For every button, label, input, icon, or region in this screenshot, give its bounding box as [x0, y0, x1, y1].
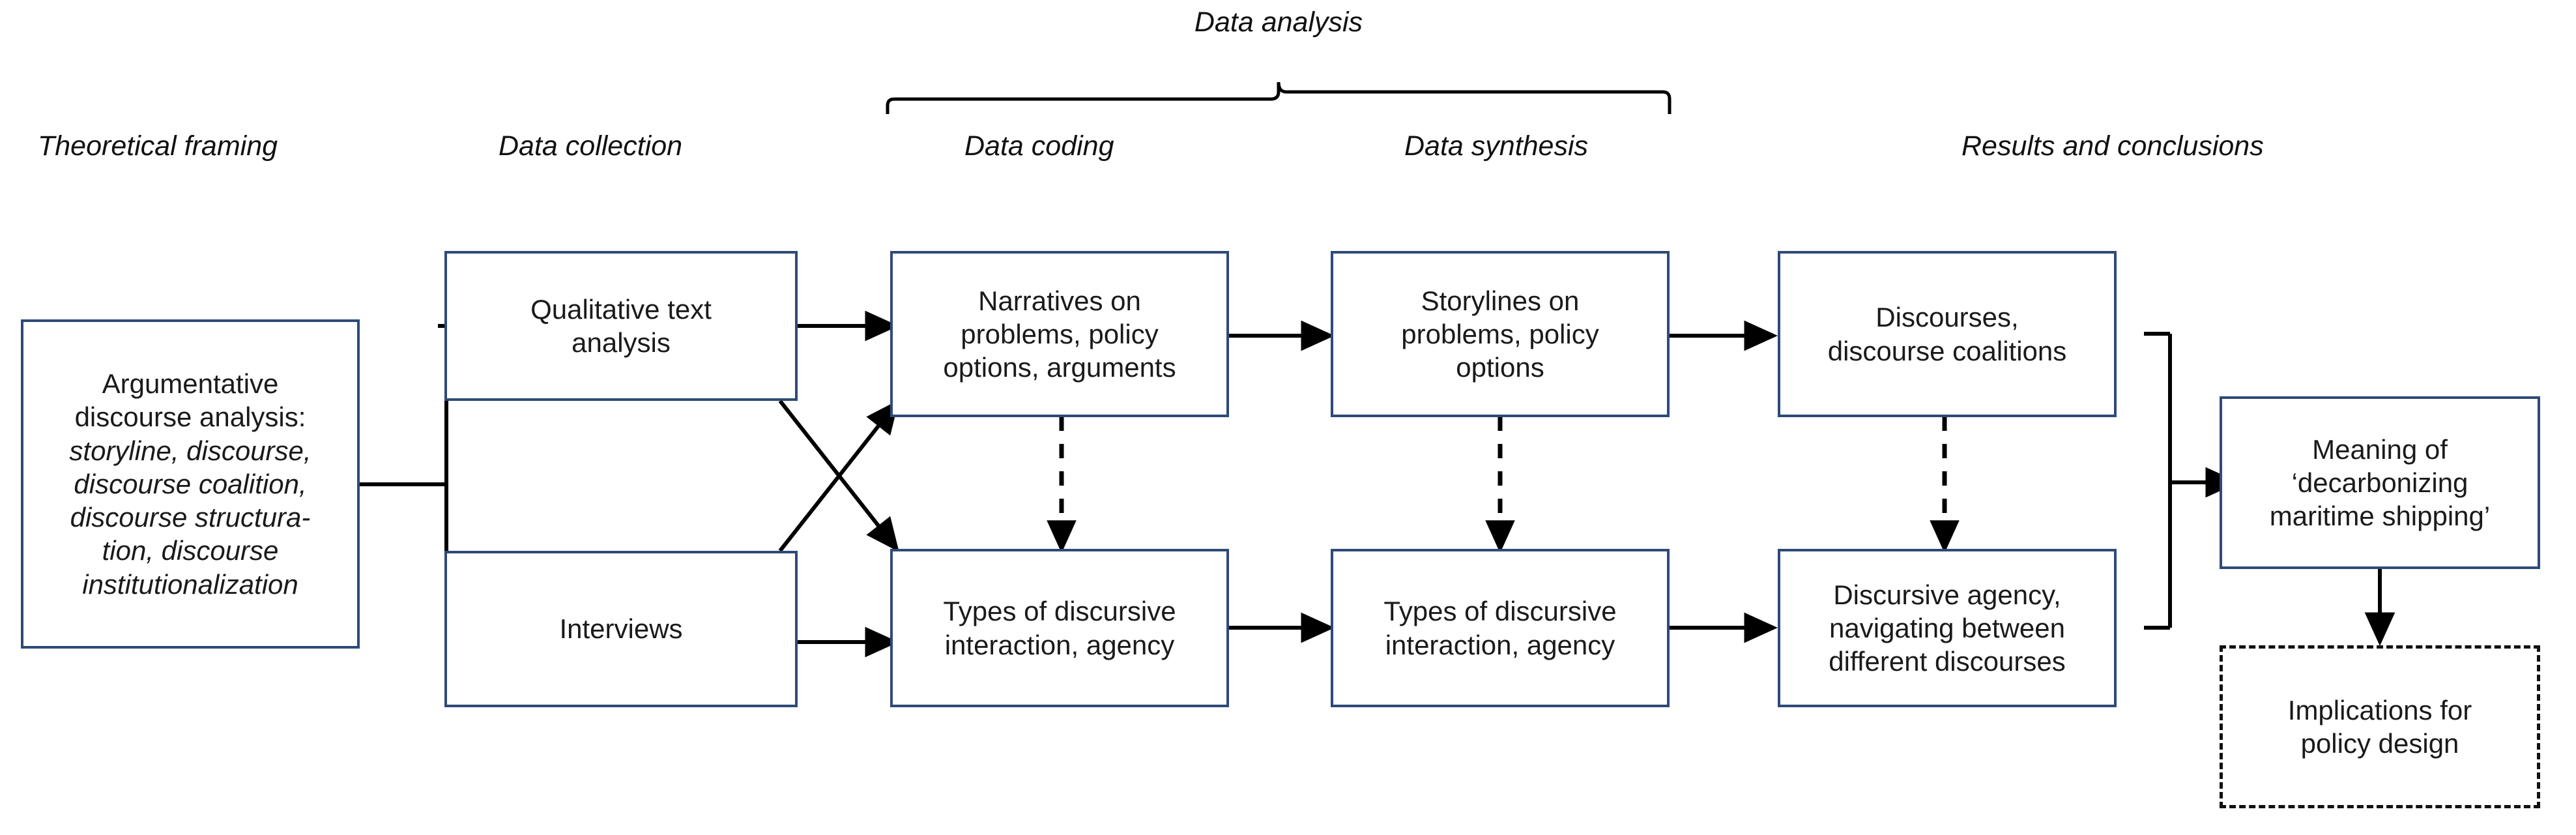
edge-qta-types-cross: [778, 400, 899, 552]
column-label-theoretical-framing: Theoretical framing: [38, 130, 278, 162]
node-types-of-discursive-interaction-synthesis[interactable]: Types of discursive interaction, agency: [1331, 549, 1670, 707]
node-text: Discursive agency, navigating between di…: [1829, 579, 2066, 677]
node-qualitative-text-analysis[interactable]: Qualitative text analysis: [444, 251, 798, 401]
node-text: Qualitative text analysis: [530, 293, 712, 358]
node-implications-for-policy-design[interactable]: Implications for policy design: [2220, 645, 2540, 808]
node-narratives-problems-policy-options-arguments[interactable]: Narratives on problems, policy options, …: [890, 251, 1229, 417]
node-discourses-discourse-coalitions[interactable]: Discourses, discourse coalitions: [1778, 251, 2117, 417]
node-text: Meaning of ‘decarbonizing maritime shipp…: [2269, 433, 2491, 532]
node-interviews[interactable]: Interviews: [444, 551, 798, 707]
node-discursive-agency-navigating[interactable]: Discursive agency, navigating between di…: [1778, 549, 2117, 707]
column-label-results-and-conclusions: Results and conclusions: [1961, 130, 2264, 162]
node-text-head: Argumentative discourse analysis:: [74, 368, 306, 433]
column-label-data-collection: Data collection: [499, 130, 683, 162]
edge-interviews-narratives-cross: [778, 400, 899, 552]
node-types-of-discursive-interaction-coding[interactable]: Types of discursive interaction, agency: [890, 549, 1229, 707]
group-label-data-analysis: Data analysis: [1194, 7, 1363, 38]
node-storylines-problems-policy-options[interactable]: Storylines on problems, policy options: [1331, 251, 1670, 417]
column-label-data-coding: Data coding: [964, 130, 1114, 162]
node-meaning-of-decarbonizing-maritime-shipping[interactable]: Meaning of ‘decarbonizing maritime shipp…: [2220, 396, 2540, 569]
column-label-data-synthesis: Data synthesis: [1404, 130, 1589, 162]
node-text-emphasis: storyline, discourse, discourse coalitio…: [69, 435, 311, 600]
node-text: Interviews: [559, 613, 683, 645]
node-text: Narratives on problems, policy options, …: [943, 285, 1176, 383]
node-argumentative-discourse-analysis[interactable]: Argumentative discourse analysis: storyl…: [21, 319, 360, 649]
node-text: Implications for policy design: [2287, 694, 2472, 759]
data-analysis-brace: [886, 81, 1672, 114]
node-text: Discourses, discourse coalitions: [1827, 302, 2067, 366]
node-text: Types of discursive interaction, agency: [943, 596, 1176, 660]
node-text: Storylines on problems, policy options: [1401, 285, 1599, 383]
node-text: Types of discursive interaction, agency: [1383, 596, 1617, 660]
